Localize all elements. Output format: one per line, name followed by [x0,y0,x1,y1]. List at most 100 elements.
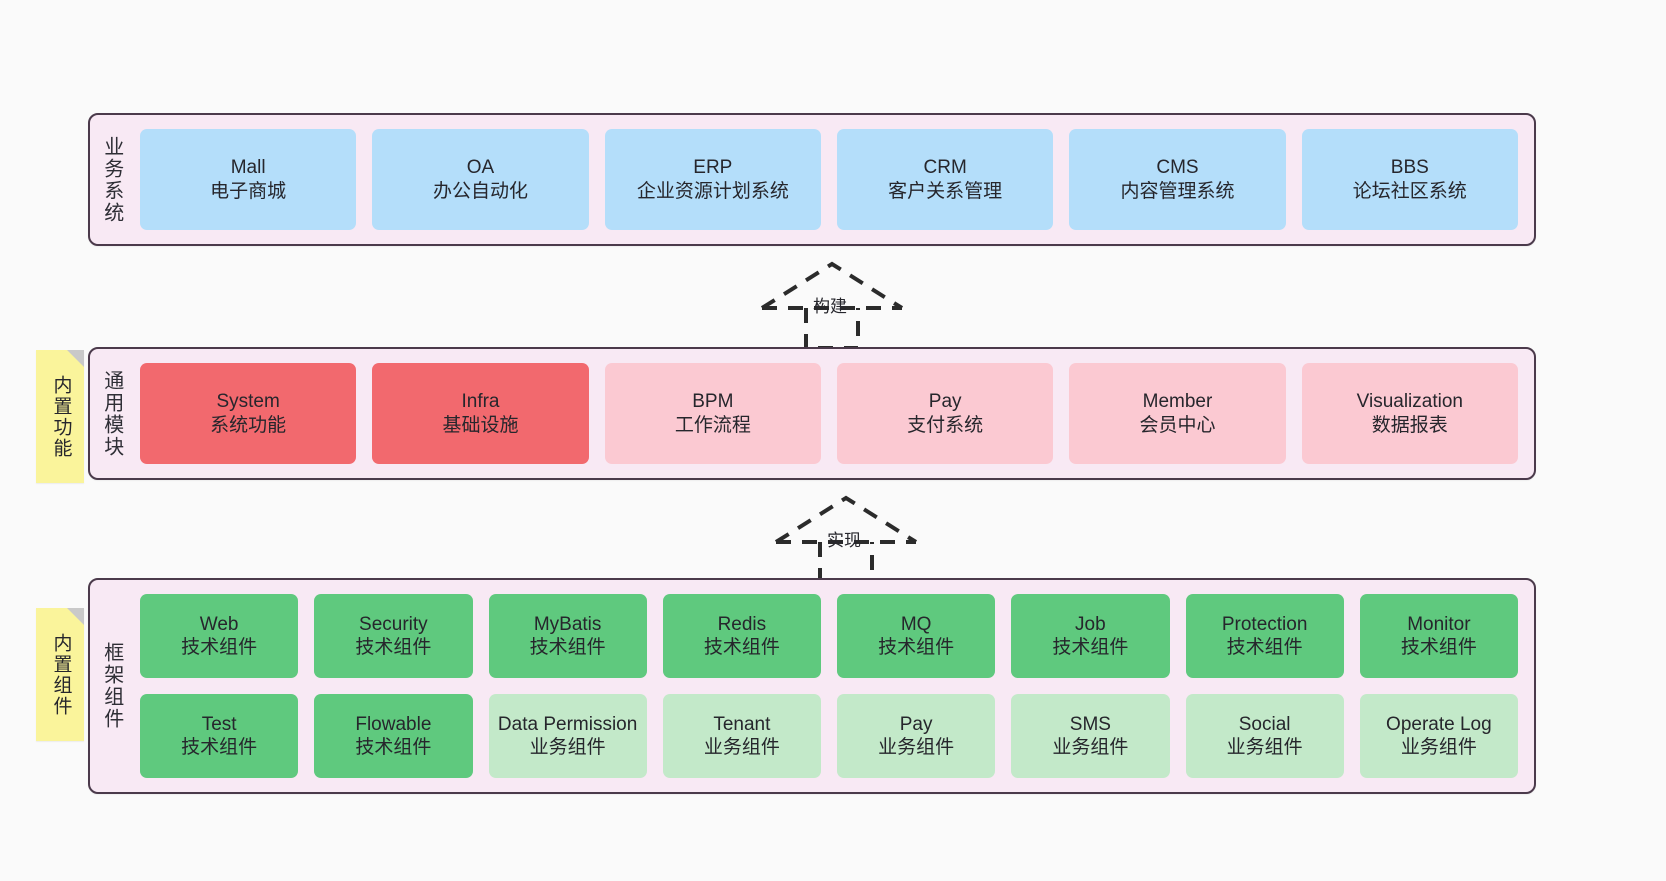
node-bpm[interactable]: BPM 工作流程 [604,363,821,464]
node-title: Mall [230,157,266,179]
node-subtitle: 业务组件 [878,737,955,758]
note-fold-icon [67,608,84,625]
node-title: Web [199,613,239,635]
node-subtitle: 会员中心 [1139,414,1216,436]
node-subtitle: 企业资源计划系统 [636,180,789,202]
node-title: Operate Log [1386,713,1492,735]
node-subtitle: 业务组件 [1226,737,1303,758]
node-operate-log[interactable]: Operate Log 业务组件 [1359,694,1518,778]
node-subtitle: 业务组件 [1400,737,1477,758]
node-title: SMS [1069,713,1111,735]
node-visualization[interactable]: Visualization 数据报表 [1301,363,1518,464]
node-member[interactable]: Member 会员中心 [1069,363,1286,464]
node-crm[interactable]: CRM 客户关系管理 [836,129,1054,230]
node-title: Protection [1221,613,1308,635]
node-row: Web 技术组件 Security 技术组件 MyBatis 技术组件 Redi… [140,594,1518,678]
node-subtitle: 数据报表 [1371,414,1448,436]
layer-body-framework-component: Web 技术组件 Security 技术组件 MyBatis 技术组件 Redi… [132,580,1534,792]
node-title: Visualization [1356,391,1463,413]
node-web[interactable]: Web 技术组件 [140,594,299,678]
node-subtitle: 业务组件 [1052,737,1129,758]
node-oa[interactable]: OA 办公自动化 [372,129,589,230]
node-subtitle: 技术组件 [1400,637,1477,658]
node-title: Pay [899,713,933,735]
node-subtitle: 论坛社区系统 [1352,180,1467,202]
node-title: Monitor [1407,613,1471,635]
note-label: 内置功能 [50,374,72,459]
node-title: System [216,391,280,413]
node-subtitle: 技术组件 [1226,637,1303,658]
node-tenant[interactable]: Tenant 业务组件 [662,694,821,778]
node-title: MQ [900,613,932,635]
node-mybatis[interactable]: MyBatis 技术组件 [488,594,647,678]
node-subtitle: 内容管理系统 [1120,180,1235,202]
node-pay-component[interactable]: Pay 业务组件 [837,694,996,778]
node-subtitle: 系统功能 [210,414,287,436]
connector-build: 构建 [758,258,906,350]
node-subtitle: 技术组件 [355,737,432,758]
node-subtitle: 技术组件 [878,637,955,658]
node-monitor[interactable]: Monitor 技术组件 [1359,594,1518,678]
node-subtitle: 技术组件 [181,737,258,758]
node-subtitle: 技术组件 [529,637,606,658]
node-row: System 系统功能 Infra 基础设施 BPM 工作流程 Pay 支付系统… [140,363,1518,464]
node-title: Security [359,613,428,635]
node-subtitle: 基础设施 [442,414,519,436]
node-title: Test [201,713,237,735]
node-security[interactable]: Security 技术组件 [314,594,473,678]
node-title: Member [1142,391,1213,413]
node-job[interactable]: Job 技术组件 [1011,594,1170,678]
layer-title-business-system: 业务系统 [100,135,123,224]
node-test[interactable]: Test 技术组件 [140,694,299,778]
layer-framework-component[interactable]: 框架组件 Web 技术组件 Security 技术组件 MyBatis 技术组件… [88,578,1536,794]
node-cms[interactable]: CMS 内容管理系统 [1069,129,1286,230]
node-sms[interactable]: SMS 业务组件 [1011,694,1170,778]
node-subtitle: 电子商城 [210,180,287,202]
node-subtitle: 业务组件 [529,737,606,758]
node-title: CRM [923,157,967,179]
node-subtitle: 技术组件 [703,637,780,658]
node-title: Data Permission [497,713,638,735]
node-title: ERP [693,157,733,179]
layer-body-common-module: System 系统功能 Infra 基础设施 BPM 工作流程 Pay 支付系统… [132,349,1534,478]
connector-implement-label: 实现 [827,531,861,550]
layer-common-module[interactable]: 通用模块 System 系统功能 Infra 基础设施 BPM 工作流程 Pay… [88,347,1536,480]
node-title: Job [1075,613,1106,635]
node-title: Social [1238,713,1291,735]
node-protection[interactable]: Protection 技术组件 [1185,594,1344,678]
note-builtin-function[interactable]: 内置功能 [36,350,84,483]
node-infra[interactable]: Infra 基础设施 [372,363,589,464]
node-flowable[interactable]: Flowable 技术组件 [314,694,473,778]
note-label: 内置组件 [50,632,72,717]
node-title: Redis [717,613,767,635]
node-title: Infra [461,391,500,413]
node-subtitle: 技术组件 [355,637,432,658]
node-data-permission[interactable]: Data Permission 业务组件 [488,694,647,778]
note-fold-icon [67,350,84,367]
node-subtitle: 客户关系管理 [888,180,1003,202]
layer-body-business-system: Mall 电子商城 OA 办公自动化 ERP 企业资源计划系统 CRM 客户关系… [132,115,1534,244]
node-title: CMS [1156,157,1199,179]
node-social[interactable]: Social 业务组件 [1185,694,1344,778]
node-subtitle: 工作流程 [674,414,751,436]
node-title: BPM [692,391,734,413]
node-title: MyBatis [533,613,602,635]
node-bbs[interactable]: BBS 论坛社区系统 [1301,129,1518,230]
node-erp[interactable]: ERP 企业资源计划系统 [604,129,821,230]
connector-build-label: 构建 [813,297,847,316]
node-row: Test 技术组件 Flowable 技术组件 Data Permission … [140,694,1518,778]
layer-title-common-module: 通用模块 [100,369,123,458]
node-mall[interactable]: Mall 电子商城 [140,129,357,230]
connector-implement: 实现 [772,492,920,584]
node-title: Tenant [713,713,771,735]
note-builtin-component[interactable]: 内置组件 [36,608,84,741]
node-title: Pay [928,391,962,413]
node-pay[interactable]: Pay 支付系统 [836,363,1054,464]
node-redis[interactable]: Redis 技术组件 [662,594,821,678]
layer-business-system[interactable]: 业务系统 Mall 电子商城 OA 办公自动化 ERP 企业资源计划系统 CRM… [88,113,1536,246]
node-title: OA [466,157,495,179]
node-system[interactable]: System 系统功能 [140,363,357,464]
node-mq[interactable]: MQ 技术组件 [837,594,996,678]
node-subtitle: 支付系统 [907,414,984,436]
